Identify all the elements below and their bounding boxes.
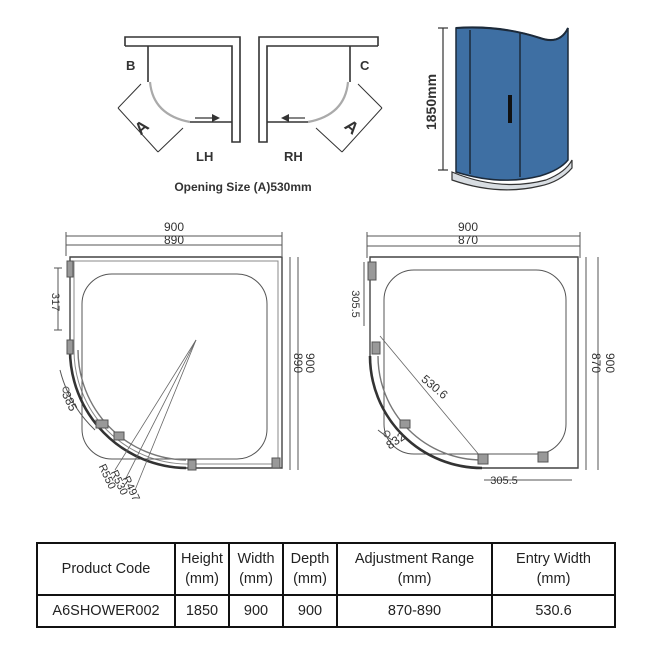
cell-depth: 900 <box>282 594 338 628</box>
right-diagonal: 530.6 <box>419 372 451 402</box>
rh-corner-label: C <box>360 58 370 73</box>
lh-corner-label: B <box>126 58 135 73</box>
enclosure-view <box>438 26 573 191</box>
rh-hand-label: RH <box>284 149 303 164</box>
col-height: Height(mm) <box>174 542 230 596</box>
enclosure-height-label: 1850mm <box>423 74 439 130</box>
col-adjustment-range: Adjustment Range(mm) <box>336 542 493 596</box>
col-width: Width(mm) <box>228 542 284 596</box>
lh-hand-label: LH <box>196 149 213 164</box>
right-plan <box>363 232 599 481</box>
lh-door-label: A <box>131 116 153 138</box>
col-entry-width: Entry Width(mm) <box>491 542 616 596</box>
right-depth-outer: 900 <box>603 353 617 373</box>
opening-diagrams: B A LH C A RH Opening Size (A)530mm 1850… <box>117 26 573 194</box>
right-width-inner: 870 <box>458 233 478 247</box>
left-depth-outer: 900 <box>303 353 317 373</box>
left-width-inner: 890 <box>164 233 184 247</box>
right-door-arc: 832 <box>383 429 408 452</box>
right-depth-inner: 870 <box>589 353 603 373</box>
table-header-row: Product Code Height(mm) Width(mm) Depth(… <box>36 542 616 596</box>
cell-product-code: A6SHOWER002 <box>36 594 176 628</box>
left-side-offset: 317 <box>49 293 61 311</box>
cell-adjustment-range: 870-890 <box>336 594 493 628</box>
col-depth: Depth(mm) <box>282 542 338 596</box>
rh-opening-diagram <box>258 36 383 153</box>
lh-opening-diagram <box>117 36 241 153</box>
right-bottom-offset: 305.5 <box>490 475 518 487</box>
cell-height: 1850 <box>174 594 230 628</box>
spec-table: Product Code Height(mm) Width(mm) Depth(… <box>36 542 616 628</box>
left-depth-inner: 890 <box>291 353 305 373</box>
table-row: A6SHOWER002 1850 900 900 870-890 530.6 <box>36 594 616 628</box>
rh-door-label: A <box>341 116 363 138</box>
right-side-offset: 305.5 <box>349 290 361 318</box>
right-width-outer: 900 <box>458 220 478 234</box>
cell-width: 900 <box>228 594 284 628</box>
col-product-code: Product Code <box>36 542 176 596</box>
left-radius-3: R550 <box>96 462 118 491</box>
left-width-outer: 900 <box>164 220 184 234</box>
cell-entry-width: 530.6 <box>491 594 616 628</box>
opening-size-caption: Opening Size (A)530mm <box>174 180 311 194</box>
plan-drawings: 900 890 900 890 317 385 R497 R530 R550 9… <box>49 220 617 503</box>
left-plan <box>54 232 299 491</box>
